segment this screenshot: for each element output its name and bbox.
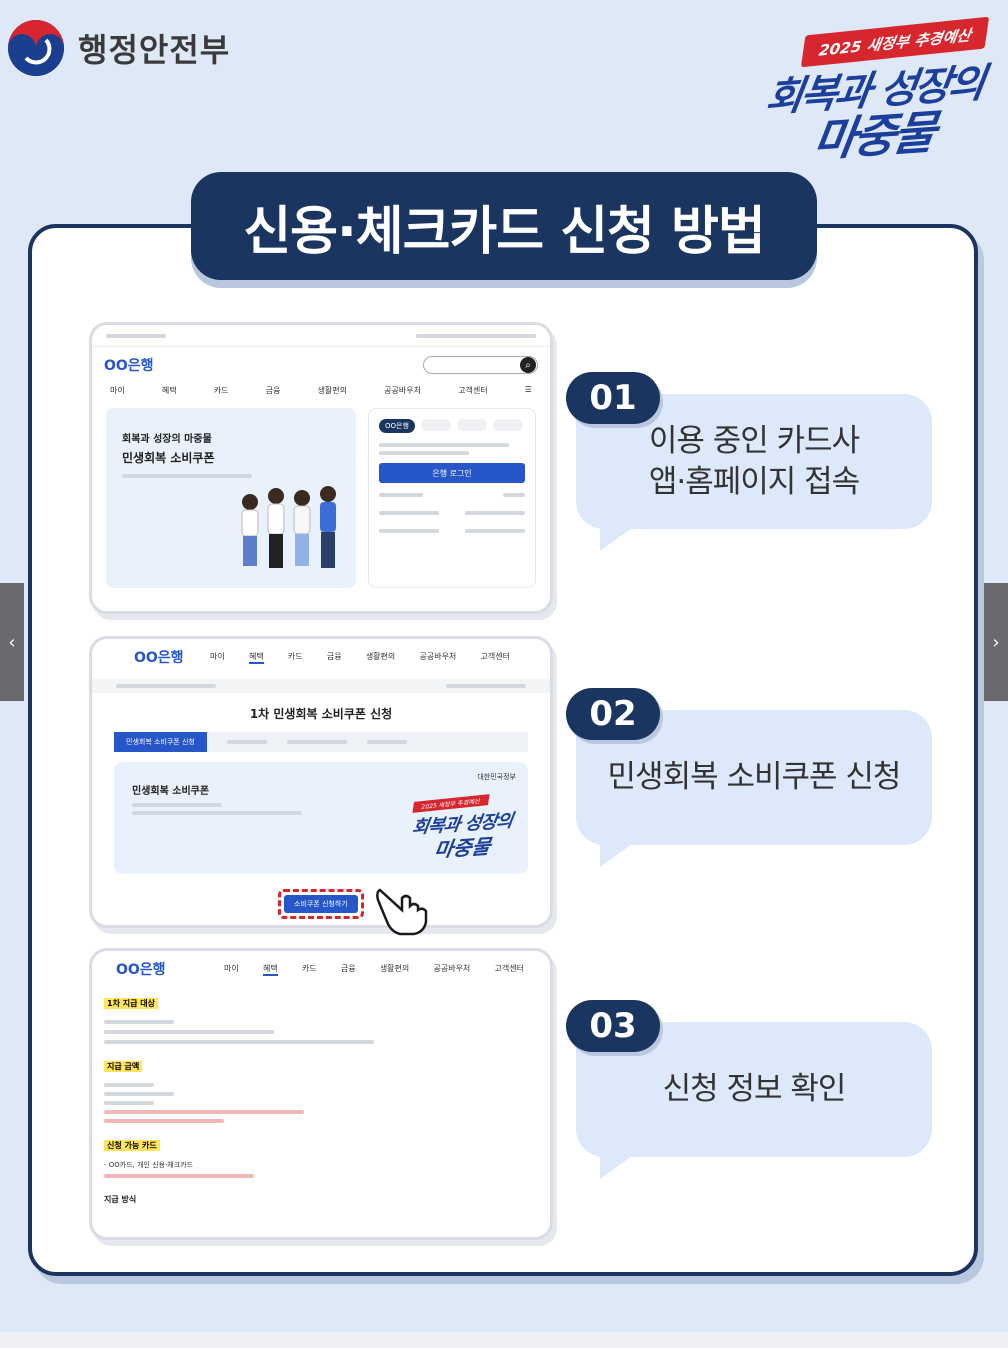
mock1-login-panel: OO은행 은행 로그인 [368, 408, 536, 588]
campaign-slogan: 2025 새정부 추경예산 회복과 성장의 마중물 [760, 16, 1005, 167]
mock1-topbar [92, 325, 550, 347]
mock3-nav-item[interactable]: 금융 [340, 963, 356, 973]
mock3-section2: 지급 금액 [104, 1061, 143, 1072]
mock2-header: OO은행 마이 혜택 카드 금융 생활편의 공공바우처 고객센터 [92, 639, 550, 675]
chevron-right-icon: › [992, 631, 1000, 653]
mock1-login-tab[interactable]: OO은행 [379, 419, 415, 433]
mock2-nav-item[interactable]: 카드 [287, 651, 303, 661]
bottom-strip [0, 1332, 1008, 1348]
taegeuk-emblem-icon [6, 18, 66, 78]
step1-text-line2: 앱·홈페이지 접속 [648, 463, 860, 500]
prev-slide-button[interactable]: ‹ [0, 583, 24, 701]
mock3-card-line: - OO카드, 개인 신용·체크카드 [104, 1161, 194, 1169]
mock2-breadcrumb [92, 679, 550, 693]
mock2-nav: 마이 혜택 카드 금융 생활편의 공공바우처 고객센터 [210, 651, 510, 664]
mock1-nav-item[interactable]: 금융 [265, 386, 281, 395]
mock2-gov-label: 대한민국정부 [477, 773, 516, 781]
mock2-page-title: 1차 민생회복 소비쿠폰 신청 [249, 707, 393, 721]
mock3-nav-item[interactable]: 공공바우처 [433, 963, 471, 973]
mock3-section4: 지급 방식 [104, 1195, 137, 1204]
search-icon[interactable]: ⌕ [520, 357, 536, 373]
mock1-nav-item[interactable]: 카드 [213, 386, 229, 395]
mock1-body: 회복과 성장의 마중물 민생회복 소비쿠폰 OO은행 은행 로그인 [92, 404, 550, 592]
mock2-apply-button[interactable]: 소비쿠폰 신청하기 [284, 895, 358, 913]
mock1-nav: 마이 혜택 카드 금융 생활편의 공공바우처 고객센터 ☰ [92, 383, 550, 404]
menu-icon[interactable]: ☰ [524, 385, 532, 394]
mock3-nav-item[interactable]: 카드 [301, 963, 317, 973]
apply-highlight: 소비쿠폰 신청하기 [278, 889, 364, 919]
mock-coupon-apply: OO은행 마이 혜택 카드 금융 생활편의 공공바우처 고객센터 1차 민생회복… [89, 636, 553, 928]
mock2-panel: 민생회복 소비쿠폰 대한민국정부 2025 새정부 추경예산 회복과 성장의 마… [114, 762, 528, 874]
mock2-nav-item[interactable]: 마이 [210, 651, 225, 661]
mock-bank-home: OO은행 ⌕ 마이 혜택 카드 금융 생활편의 공공바우처 고객센터 ☰ 회복과… [89, 322, 553, 614]
mock3-nav-item[interactable]: 생활편의 [379, 963, 410, 973]
mock1-nav-item[interactable]: 혜택 [161, 386, 177, 395]
mock2-stepper: 민생회복 소비쿠폰 신청 [114, 732, 528, 752]
mock1-logo: OO은행 [104, 358, 154, 374]
step3-text: 신청 정보 확인 [662, 1071, 847, 1108]
mock2-step-active: 민생회복 소비쿠폰 신청 [114, 732, 207, 752]
step2-text: 민생회복 소비쿠폰 신청 [607, 759, 902, 796]
mock2-logo: OO은행 [134, 650, 184, 666]
chevron-left-icon: ‹ [8, 631, 16, 653]
mock1-header: OO은행 ⌕ [92, 347, 550, 383]
ministry-logo: 행정안전부 [6, 18, 230, 78]
ministry-name: 행정안전부 [78, 31, 231, 69]
people-illustration-icon [241, 486, 336, 568]
mock1-hero: 회복과 성장의 마중물 민생회복 소비쿠폰 [106, 408, 356, 588]
mock3-nav-item[interactable]: 혜택 [262, 963, 278, 976]
mock2-nav-item[interactable]: 생활편의 [365, 651, 396, 661]
mock3-section1: 1차 지급 대상 [104, 998, 158, 1009]
mock1-hero-title2: 민생회복 소비쿠폰 [122, 451, 215, 465]
mock3-section3: 신청 가능 카드 [104, 1140, 160, 1151]
mock1-nav-item[interactable]: 고객센터 [458, 386, 488, 395]
mock2-slogan-line2: 마중물 [432, 834, 492, 862]
mock3-nav: 마이 혜택 카드 금융 생활편의 공공바우처 고객센터 [224, 963, 524, 976]
slogan-line2: 마중물 [810, 104, 938, 168]
mock3-logo: OO은행 [116, 962, 166, 978]
mock1-nav-item[interactable]: 공공바우처 [384, 386, 421, 395]
mock-coupon-info: OO은행 마이 혜택 카드 금융 생활편의 공공바우처 고객센터 1차 지급 대… [89, 948, 553, 1240]
mock2-nav-item[interactable]: 고객센터 [480, 651, 510, 661]
mock2-nav-item[interactable]: 공공바우처 [419, 651, 457, 661]
page-title: 신용·체크카드 신청 방법 [191, 172, 817, 280]
mock1-nav-item[interactable]: 생활편의 [317, 386, 348, 395]
step3-number: 03 [566, 1000, 660, 1052]
next-slide-button[interactable]: › [984, 583, 1008, 701]
mock3-header: OO은행 마이 혜택 카드 금융 생활편의 공공바우처 고객센터 [92, 951, 550, 987]
mock2-nav-item[interactable]: 금융 [326, 651, 342, 661]
mock1-nav-item[interactable]: 마이 [110, 386, 125, 395]
step1-text-line1: 이용 중인 카드사 [648, 422, 860, 459]
step2-number: 02 [566, 688, 660, 740]
mock1-hero-title1: 회복과 성장의 마중물 [122, 434, 212, 445]
mock1-search-input[interactable]: ⌕ [423, 356, 538, 374]
mock2-nav-item[interactable]: 혜택 [248, 651, 264, 664]
mock3-nav-item[interactable]: 마이 [224, 963, 239, 973]
mock3-nav-item[interactable]: 고객센터 [494, 963, 524, 973]
mock3-body: 1차 지급 대상 지급 금액 신청 가능 카드 - OO카드, 개인 신용·체크… [92, 987, 550, 1209]
step1-number: 01 [566, 372, 660, 424]
mock1-login-button[interactable]: 은행 로그인 [379, 463, 525, 483]
hand-pointer-icon [376, 888, 428, 936]
mock2-panel-title: 민생회복 소비쿠폰 [132, 786, 210, 797]
